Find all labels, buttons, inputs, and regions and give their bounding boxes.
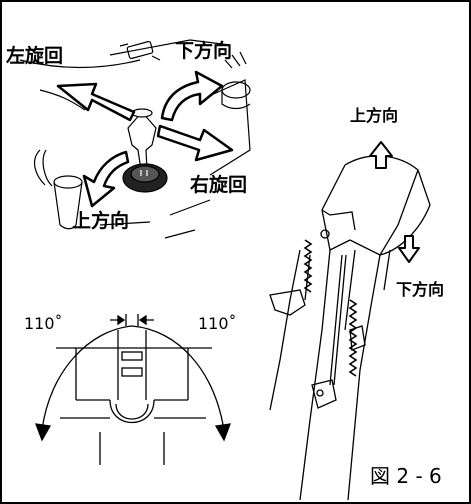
lever-top-view-drawing bbox=[35, 314, 231, 465]
label-down-direction-right: 下方向 bbox=[396, 280, 445, 299]
arrow-right-turn bbox=[156, 124, 234, 162]
arrow-down-direction-top bbox=[160, 70, 224, 122]
arrow-up-direction-bottom bbox=[82, 150, 130, 208]
joystick-console-drawing bbox=[19, 39, 251, 239]
label-right-turn: 右旋回 bbox=[190, 174, 248, 196]
arrow-left-turn bbox=[56, 82, 136, 122]
label-down-direction-top: 下方向 bbox=[175, 40, 233, 62]
label-left-turn: 左旋回 bbox=[6, 45, 64, 67]
label-up-direction-bottom: 上方向 bbox=[72, 210, 130, 232]
arrow-down-direction-right bbox=[398, 235, 420, 263]
label-angle-left: 110˚ bbox=[24, 314, 63, 333]
pedal-assembly-drawing bbox=[269, 155, 431, 501]
figure-caption: 図 2 - 6 bbox=[370, 464, 442, 488]
label-up-direction-right: 上方向 bbox=[350, 106, 399, 125]
label-angle-right: 110˚ bbox=[198, 314, 237, 333]
arrow-up-direction-right bbox=[369, 141, 393, 169]
